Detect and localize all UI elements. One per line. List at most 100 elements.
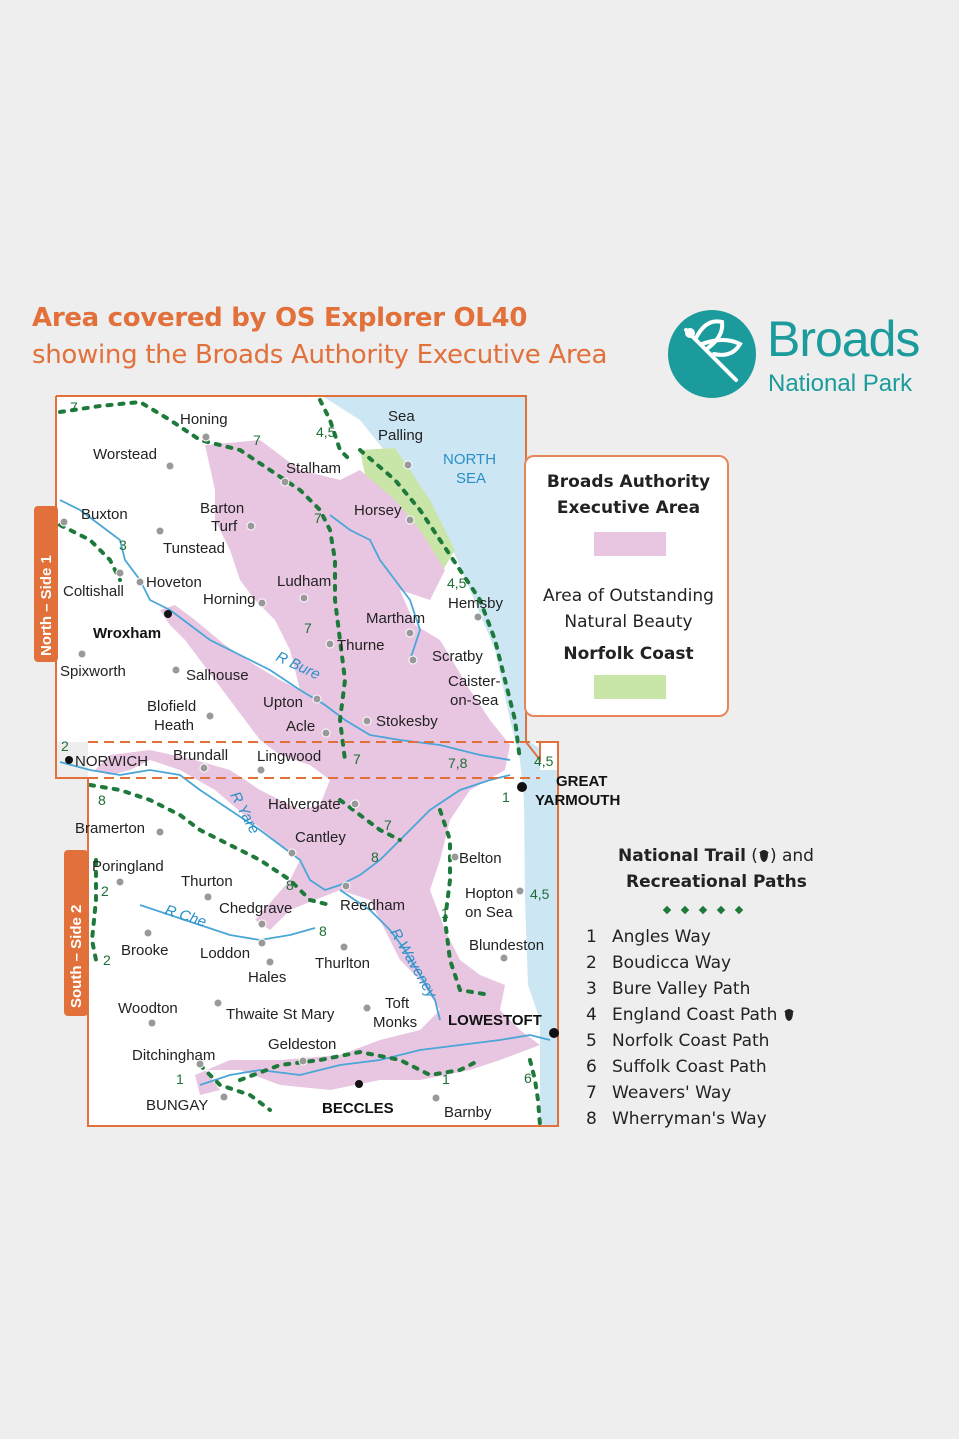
- route-number: 8: [98, 792, 106, 808]
- route-number: 8: [371, 849, 379, 865]
- trail-paths: [58, 398, 542, 1127]
- place-label: Lingwood: [257, 748, 321, 765]
- place-label: Brundall: [173, 747, 228, 764]
- place-label: Ludham: [277, 573, 331, 590]
- place-label: YARMOUTH: [535, 792, 620, 809]
- place-label: Upton: [263, 694, 303, 711]
- north-side-tab: [34, 506, 58, 662]
- rivers: [59, 499, 551, 1086]
- sea-label: NORTH: [443, 451, 496, 468]
- place-labels: Honing Worstead Sea Palling Stalham Buxt…: [60, 408, 620, 1121]
- place-label: Woodton: [118, 1000, 178, 1017]
- trail-symbol: [662, 905, 744, 915]
- executive-area-legend-label: Broads Authority Executive Area: [546, 472, 711, 518]
- place-label: Hales: [248, 969, 286, 986]
- route-number: 4,5: [316, 424, 336, 440]
- place-label: Chedgrave: [219, 900, 292, 917]
- place-label: Thurlton: [315, 955, 370, 972]
- route-number: 4,5: [530, 886, 550, 902]
- place-label: Belton: [459, 850, 502, 867]
- town-markers: [65, 610, 559, 1088]
- aonb-area: [360, 448, 455, 575]
- place-label: Hemsby: [448, 595, 504, 612]
- route-number: 2: [101, 883, 109, 899]
- logo-name: Broads: [767, 311, 920, 367]
- logo-subtitle: National Park: [768, 370, 913, 397]
- north-side-label: North – Side 1: [38, 555, 55, 656]
- route-number: 7: [353, 751, 361, 767]
- route-number: 4,5: [534, 753, 554, 769]
- south-side-label: South – Side 2: [68, 905, 85, 1008]
- place-label: Acle: [286, 718, 315, 735]
- place-label: Turf: [211, 518, 238, 535]
- place-label: Thurne: [337, 637, 385, 654]
- place-label: Monks: [373, 1014, 417, 1031]
- trail-legend-heading-line2: Recreational Paths: [626, 872, 807, 892]
- route-number: 2: [61, 738, 69, 754]
- route-number: 1: [442, 1071, 450, 1087]
- route-number: 7: [314, 510, 322, 526]
- route-number: 3: [119, 537, 127, 553]
- place-label: GREAT: [556, 773, 607, 790]
- map-title: Area covered by OS Explorer OL40: [32, 303, 528, 333]
- place-label: Wroxham: [93, 625, 161, 642]
- broads-executive-area: [95, 440, 540, 1095]
- route-number-labels: 7 7 4,5 3 7 4,5 7 7 2 7,8 4,5 1 8 7 8 2 …: [61, 399, 554, 1087]
- route-number: 2: [103, 952, 111, 968]
- place-label: on Sea: [465, 904, 513, 921]
- place-label: Spixworth: [60, 663, 126, 680]
- place-label: Toft: [385, 995, 410, 1012]
- north-sea: [322, 396, 558, 1126]
- place-label: Cantley: [295, 829, 346, 846]
- area-legend: Broads Authority Executive Area Area of …: [524, 455, 729, 717]
- place-label: Sea: [388, 408, 415, 425]
- place-label: Barnby: [444, 1104, 492, 1121]
- route-number: 7,8: [448, 755, 468, 771]
- route-number: 7: [304, 620, 312, 636]
- place-label: Reedham: [340, 897, 405, 914]
- route-number: 8: [286, 877, 294, 893]
- place-label: LOWESTOFT: [448, 1012, 542, 1029]
- aonb-legend-name: Norfolk Coast: [563, 644, 694, 664]
- place-label: Blofield: [147, 698, 196, 715]
- place-label: Ditchingham: [132, 1047, 215, 1064]
- place-label: Worstead: [93, 446, 157, 463]
- executive-area-swatch: [594, 532, 666, 556]
- place-label: Geldeston: [268, 1036, 336, 1053]
- route-number: 7: [384, 817, 392, 833]
- trail-heading-rest: and: [781, 846, 814, 866]
- route-number: 1: [176, 1071, 184, 1087]
- route-number: 4,5: [447, 575, 467, 591]
- place-label: Horning: [203, 591, 256, 608]
- place-label: Stalham: [286, 460, 341, 477]
- place-label: Loddon: [200, 945, 250, 962]
- south-side-tab: [64, 850, 88, 1016]
- place-label: Hoveton: [146, 574, 202, 591]
- place-label: Hopton: [465, 885, 513, 902]
- dragonfly-icon: [668, 310, 756, 398]
- place-label: BECCLES: [322, 1100, 394, 1117]
- place-label: Poringland: [92, 858, 164, 875]
- place-label: Tunstead: [163, 540, 225, 557]
- place-label: Martham: [366, 610, 425, 627]
- place-label: BUNGAY: [146, 1097, 208, 1114]
- aonb-legend-line1: Area of Outstanding: [543, 586, 714, 606]
- place-label: Barton: [200, 500, 244, 517]
- place-label: Palling: [378, 427, 423, 444]
- place-label: NORWICH: [75, 753, 148, 770]
- place-label: Horsey: [354, 502, 402, 519]
- place-label: Bramerton: [75, 820, 145, 837]
- route-number: 1: [441, 905, 449, 921]
- place-label: on-Sea: [450, 692, 499, 709]
- place-label: Honing: [180, 411, 228, 428]
- settlement-markers: [59, 432, 525, 1103]
